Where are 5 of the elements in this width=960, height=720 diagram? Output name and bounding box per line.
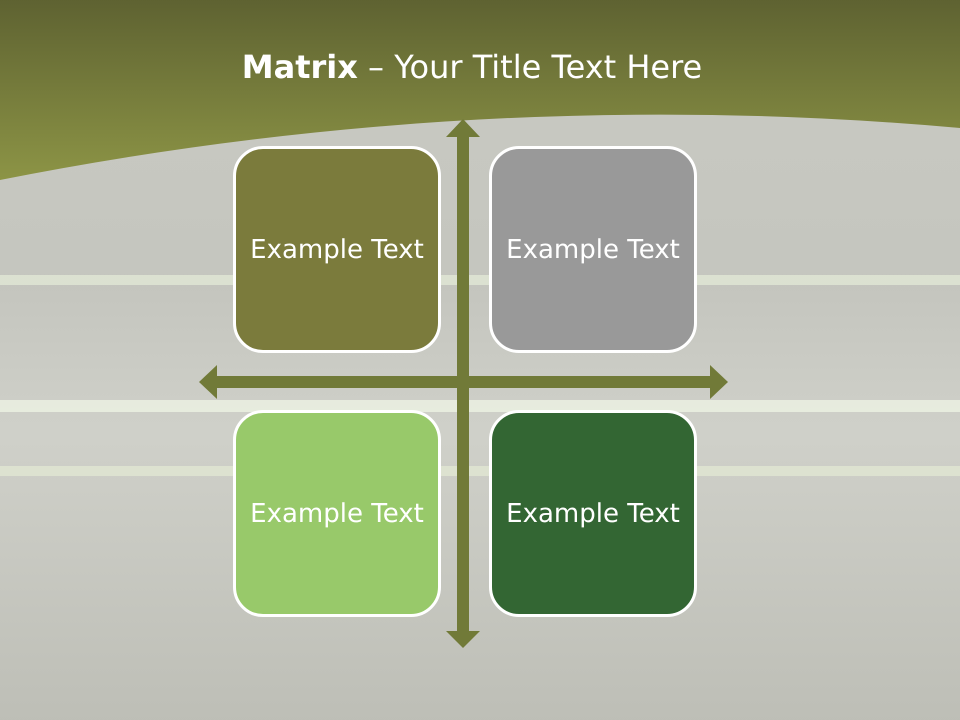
slide-title: Matrix – Your Title Text Here <box>240 48 704 86</box>
quadrant-box: Example Text <box>489 410 697 617</box>
quadrant-box: Example Text <box>233 146 441 353</box>
quadrant-box: Example Text <box>233 410 441 617</box>
quadrant-box: Example Text <box>489 146 697 353</box>
